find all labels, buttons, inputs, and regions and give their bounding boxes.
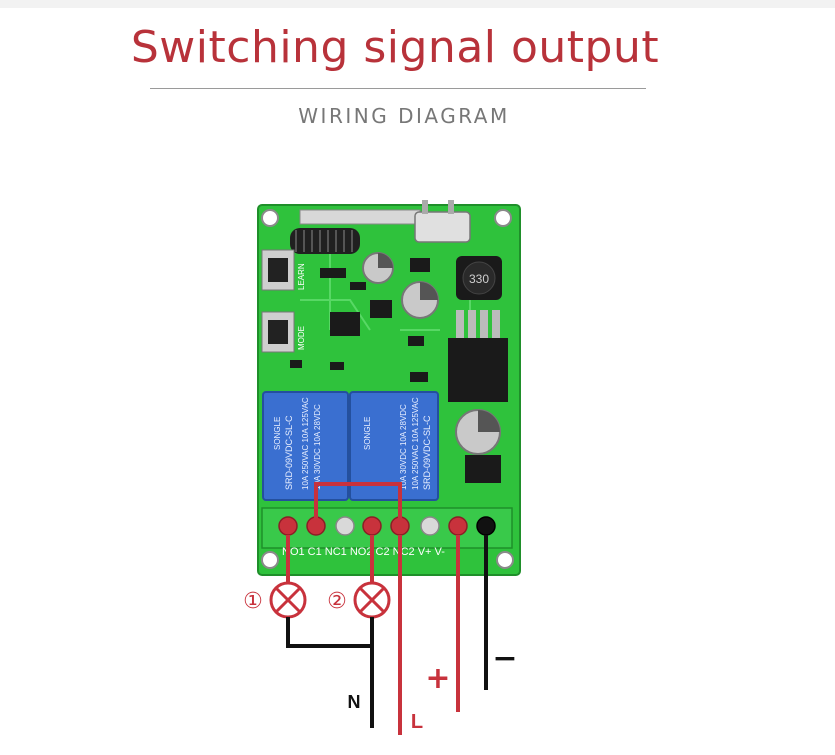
terminal-nc2[interactable] xyxy=(420,516,440,536)
inductor: 330 xyxy=(456,256,502,300)
lamp-2 xyxy=(353,581,391,619)
relay-2-model: SRD-09VDC-SL-C xyxy=(422,415,432,490)
page-subtitle: WIRING DIAGRAM xyxy=(298,104,510,128)
relay-2-brand: SONGLE xyxy=(363,417,372,450)
components xyxy=(290,258,501,483)
silk-mode: MODE xyxy=(297,326,306,350)
capacitor-2 xyxy=(401,281,439,319)
minus-label: − xyxy=(492,641,517,676)
title-divider xyxy=(150,88,646,89)
inductor-label: 330 xyxy=(469,272,489,286)
terminal-labels: NO1 C1 NC1 NO2 C2 NC2 V+ V- xyxy=(282,546,445,558)
relay-1-model: SRD-09VDC-SL-C xyxy=(284,415,294,490)
relay-2-rating-b: 10A 30VDC 10A 28VDC xyxy=(399,404,408,490)
wire-c1-c2-jumper xyxy=(314,482,402,520)
terminal-nc1[interactable] xyxy=(335,516,355,536)
capacitor-1 xyxy=(362,252,394,284)
plus-label: + xyxy=(425,661,450,696)
lamp-1-label: ① xyxy=(243,589,263,614)
relay-1-rating-b: 10A 30VDC 10A 28VDC xyxy=(313,404,322,490)
capacitor-3 xyxy=(455,409,501,455)
live-label: L xyxy=(411,711,423,733)
lamp-2-label: ② xyxy=(327,589,347,614)
neutral-label: N xyxy=(348,692,361,712)
relay-2: SRD-09VDC-SL-C 10A 250VAC 10A 125VAC 10A… xyxy=(349,391,439,501)
wire-neutral xyxy=(286,617,374,728)
relay-1-brand: SONGLE xyxy=(273,417,282,450)
rf-module xyxy=(290,200,471,254)
terminal-vplus[interactable] xyxy=(448,516,468,536)
lamp-1 xyxy=(269,581,307,619)
mode-button[interactable] xyxy=(261,311,295,353)
page-title: Switching signal output xyxy=(130,22,660,73)
learn-button[interactable] xyxy=(261,249,295,291)
relay-1-rating-a: 10A 250VAC 10A 125VAC xyxy=(301,397,310,490)
terminal-no1[interactable] xyxy=(278,516,298,536)
terminal-block: NO1 C1 NC1 NO2 C2 NC2 V+ V- xyxy=(261,507,513,558)
relay-2-rating-a: 10A 250VAC 10A 125VAC xyxy=(411,397,420,490)
terminal-vminus[interactable] xyxy=(476,516,496,536)
voltage-regulator xyxy=(448,310,508,402)
relay-1: SRD-09VDC-SL-C 10A 250VAC 10A 125VAC 10A… xyxy=(262,391,349,501)
terminal-no2[interactable] xyxy=(362,516,382,536)
silk-learn: LEARN xyxy=(297,263,306,290)
top-bar xyxy=(0,0,835,8)
